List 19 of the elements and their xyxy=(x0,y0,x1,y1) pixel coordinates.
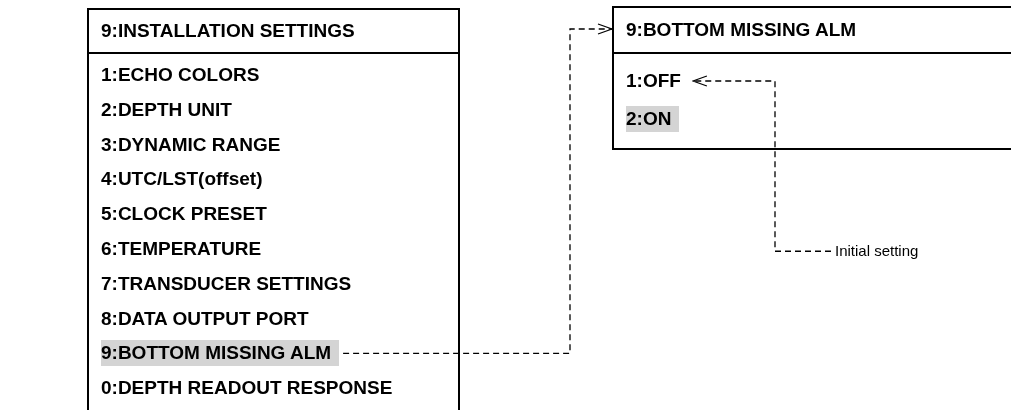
menu-item: 2:DEPTH UNIT xyxy=(101,96,240,123)
menu-item: 3:DYNAMIC RANGE xyxy=(101,131,289,158)
menu-item: 1:ECHO COLORS xyxy=(101,62,268,88)
menu-box xyxy=(612,6,1011,150)
selected-menu-item: 9:BOTTOM MISSING ALM xyxy=(101,340,340,367)
menu-item: 5:CLOCK PRESET xyxy=(101,201,275,228)
menu-item: 4:UTC/LST(offset) xyxy=(101,166,271,193)
selected-menu-item: 2:ON xyxy=(626,106,680,132)
menu-box xyxy=(87,8,460,410)
menu-item: 7:TRANSDUCER SETTINGS xyxy=(101,270,360,297)
menu-title: 9:BOTTOM MISSING ALM xyxy=(626,17,857,42)
menu-item: 6:TEMPERATURE xyxy=(101,236,270,262)
dashed-arrow xyxy=(342,23,613,355)
menu-item: 8:DATA OUTPUT PORT xyxy=(101,305,317,332)
menu-item: 1:OFF xyxy=(626,68,689,94)
dashed-arrow xyxy=(692,75,832,252)
menu-title: 9:INSTALLATION SETTINGS xyxy=(101,18,355,43)
annotation-text: Initial setting xyxy=(835,240,919,263)
menu-item: 0:DEPTH READOUT RESPONSE xyxy=(101,375,401,402)
